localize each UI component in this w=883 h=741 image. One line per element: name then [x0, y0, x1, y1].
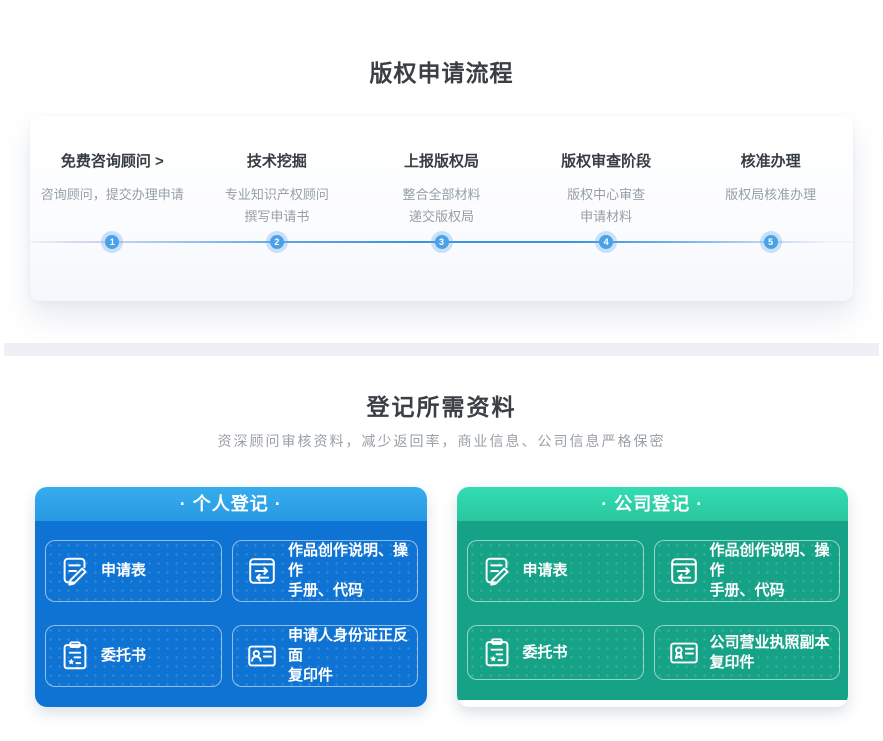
material-item-label: 申请人身份证正反面 复印件 — [288, 627, 409, 684]
step-1-desc-line: 咨询顾问，提交办理申请 — [40, 187, 184, 202]
step-4-desc-line: 版权中心审查 — [567, 187, 646, 202]
process-step-1: 免费咨询顾问 > 咨询顾问，提交办理申请 — [30, 150, 195, 228]
step-3-desc-line: 整合全部材料 — [402, 187, 481, 202]
step-3-desc-line: 递交版权局 — [408, 209, 474, 224]
material-item-label: 作品创作说明、操作 手册、代码 — [709, 542, 830, 599]
step-dot-2: 2 — [265, 231, 288, 253]
materials-section-subtitle: 资深顾问审核资料，减少返回率，商业信息、公司信息严格保密 — [217, 433, 666, 449]
registration-cards-row: · 个人登记 · 申请表 — [35, 487, 848, 707]
step-2-desc-line: 撰写申请书 — [244, 209, 310, 224]
material-item-label: 申请表 — [522, 562, 568, 579]
form-pen-icon — [58, 554, 92, 588]
material-item-application-form: 申请表 — [45, 540, 222, 602]
doc-arrows-icon — [667, 554, 701, 588]
license-icon — [667, 636, 701, 670]
material-item-label: 申请表 — [101, 562, 147, 579]
step-2-desc-line: 专业知识产权顾问 — [224, 187, 329, 202]
step-5-title: 核准办理 — [740, 153, 801, 170]
step-dot-number: 1 — [105, 235, 120, 249]
doc-arrows-icon — [245, 554, 279, 588]
step-dot-4: 4 — [595, 231, 618, 253]
clipboard-star-icon — [58, 639, 92, 673]
process-step-4: 版权审查阶段 版权中心审查 申请材料 — [524, 150, 689, 228]
step-dot-number: 3 — [434, 235, 449, 249]
step-dot-5: 5 — [759, 231, 782, 253]
process-section-title: 版权申请流程 — [369, 60, 514, 86]
personal-registration-body: 申请表 作品创作说明、操作 — [35, 521, 427, 707]
personal-registration-header: · 个人登记 · — [35, 487, 427, 521]
materials-section-title: 登记所需资料 — [366, 394, 517, 420]
process-step-2: 技术挖掘 专业知识产权顾问 撰写申请书 — [195, 150, 360, 228]
material-item-label: 委托书 — [522, 643, 568, 661]
material-item-creation-doc: 作品创作说明、操作 手册、代码 — [653, 540, 840, 602]
material-item-id-copy: 申请人身份证正反面 复印件 — [232, 625, 418, 687]
material-item-authorization-letter: 委托书 — [466, 625, 644, 680]
page: 版权申请流程 免费咨询顾问 > 咨询顾问，提交办理申请 技术挖掘 专业知识产权顾… — [0, 0, 883, 707]
id-card-icon — [245, 639, 279, 673]
step-4-desc-line: 申请材料 — [580, 209, 633, 224]
material-item-application-form: 申请表 — [466, 540, 644, 602]
material-item-label: 委托书 — [101, 647, 147, 664]
step-dot-number: 4 — [599, 235, 614, 249]
section-divider — [4, 343, 879, 356]
material-item-creation-doc: 作品创作说明、操作 手册、代码 — [232, 540, 418, 602]
personal-registration-card: · 个人登记 · 申请表 — [35, 487, 427, 707]
process-step-5: 核准办理 版权局核准办理 — [688, 150, 853, 228]
step-4-title: 版权审查阶段 — [561, 153, 652, 170]
step-dot-1: 1 — [101, 231, 124, 253]
step-dot-3: 3 — [430, 231, 453, 253]
material-item-business-license-copy: 公司营业执照副本 复印件 — [653, 625, 840, 680]
copyright-process-section: 版权申请流程 免费咨询顾问 > 咨询顾问，提交办理申请 技术挖掘 专业知识产权顾… — [0, 0, 883, 301]
process-steps-row: 免费咨询顾问 > 咨询顾问，提交办理申请 技术挖掘 专业知识产权顾问 撰写申请书… — [30, 116, 853, 228]
material-item-label: 公司营业执照副本 复印件 — [709, 633, 830, 671]
form-pen-icon — [480, 554, 514, 588]
materials-section: 登记所需资料 资深顾问审核资料，减少返回率，商业信息、公司信息严格保密 · 个人… — [0, 356, 883, 707]
step-dot-number: 2 — [269, 235, 284, 249]
company-registration-body: 申请表 作品创作说明、操作 — [456, 521, 848, 700]
step-dot-number: 5 — [763, 235, 778, 249]
company-registration-card: · 公司登记 · 申请表 — [456, 487, 848, 707]
step-5-desc-line: 版权局核准办理 — [725, 187, 817, 202]
clipboard-star-icon — [480, 636, 514, 670]
process-steps-card: 免费咨询顾问 > 咨询顾问，提交办理申请 技术挖掘 专业知识产权顾问 撰写申请书… — [30, 116, 853, 301]
process-step-3: 上报版权局 整合全部材料 递交版权局 — [359, 150, 524, 228]
step-1-title[interactable]: 免费咨询顾问 > — [60, 153, 164, 170]
material-item-authorization-letter: 委托书 — [45, 625, 222, 687]
step-2-title: 技术挖掘 — [246, 153, 307, 170]
company-registration-header: · 公司登记 · — [456, 487, 848, 521]
step-3-title: 上报版权局 — [403, 153, 479, 170]
material-item-label: 作品创作说明、操作 手册、代码 — [288, 542, 409, 599]
